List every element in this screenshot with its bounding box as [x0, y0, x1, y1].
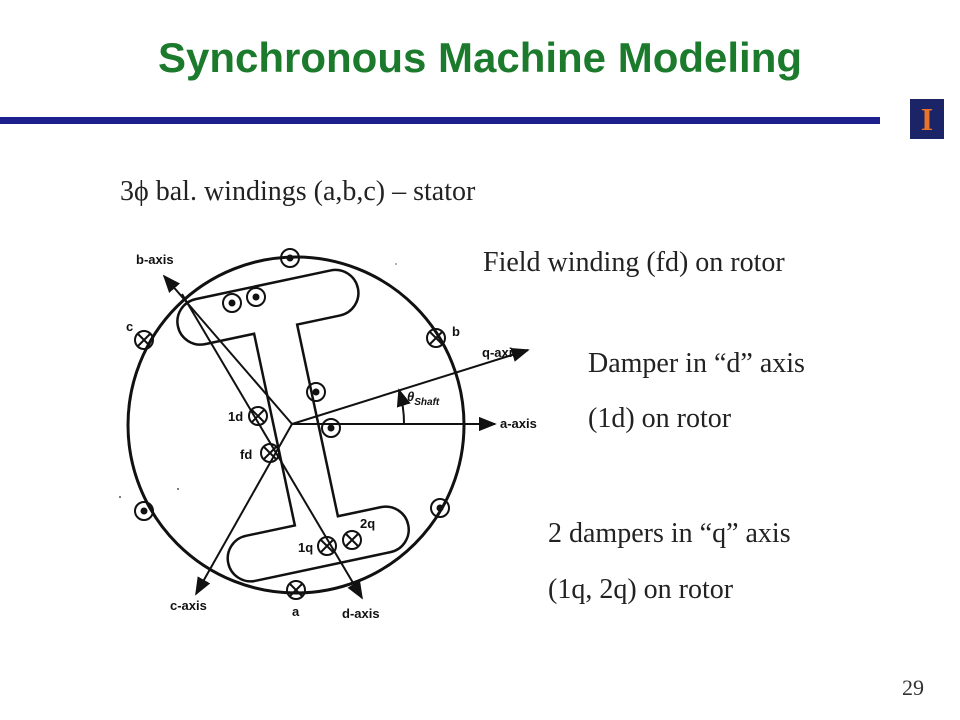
winding-label-c: c	[126, 319, 133, 334]
cross-winding-c	[134, 330, 154, 350]
winding-label-2q: 2q	[360, 516, 375, 531]
dot-winding	[321, 418, 341, 438]
b-axis-label: b-axis	[136, 252, 174, 267]
cross-winding-2q	[342, 530, 362, 550]
cross-winding-fd	[260, 443, 280, 463]
university-logo: I	[910, 99, 944, 139]
theta-label: θShaft	[407, 389, 440, 408]
cross-winding-1d	[248, 406, 268, 426]
dot-winding	[430, 498, 450, 518]
stator-text: 3ϕ bal. windings (a,b,c) – stator	[120, 176, 476, 207]
logo-letter: I	[920, 101, 934, 137]
damper-q-text-line1: 2 dampers in “q” axis	[548, 518, 791, 549]
cross-winding-a	[286, 580, 306, 600]
winding-label-b: b	[452, 324, 460, 339]
d-axis-label: d-axis	[342, 606, 380, 621]
winding-label-1q: 1q	[298, 540, 313, 555]
field-winding-text: Field winding (fd) on rotor	[483, 247, 785, 278]
title-divider	[0, 117, 880, 124]
a-axis-label: a-axis	[500, 416, 537, 431]
cross-windings	[134, 328, 446, 600]
c-axis-label: c-axis	[170, 598, 207, 613]
theta-arc	[396, 388, 411, 425]
rotor-outline	[176, 268, 410, 583]
winding-label-fd: fd	[240, 447, 252, 462]
damper-d-text-line1: Damper in “d” axis	[588, 348, 805, 379]
winding-label-1d: 1d	[228, 409, 243, 424]
slide-title: Synchronous Machine Modeling	[157, 34, 803, 81]
damper-d-text-line2: (1d) on rotor	[588, 403, 732, 434]
dot-windings	[134, 248, 450, 521]
dot-winding	[306, 382, 326, 402]
page-number: 29	[902, 675, 924, 700]
q-axis-line	[291, 347, 530, 425]
cross-winding-1q	[317, 536, 337, 556]
dot-winding	[246, 287, 266, 307]
dot-winding	[134, 501, 154, 521]
dot-winding	[222, 293, 242, 313]
dot-winding	[280, 248, 300, 268]
d-axis-line	[181, 293, 363, 600]
q-axis-label: q-axis	[482, 345, 520, 360]
winding-label-a: a	[292, 604, 300, 619]
b-axis-line	[162, 274, 293, 425]
cross-winding-b	[426, 328, 446, 348]
damper-q-text-line2: (1q, 2q) on rotor	[548, 574, 734, 605]
